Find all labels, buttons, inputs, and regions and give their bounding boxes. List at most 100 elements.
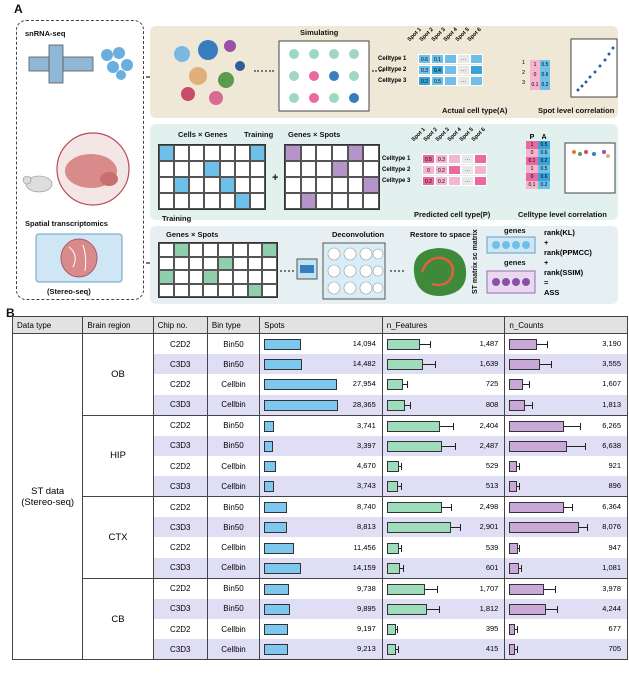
matrix-cell (347, 145, 364, 161)
celltype-label: Celltype 3 (378, 78, 407, 84)
counts-bar (509, 644, 516, 656)
matrix-cell (332, 177, 348, 193)
brain-icon (56, 132, 130, 206)
stereo-seq-label: (Stereo-seq) (47, 287, 91, 296)
cells-genes-matrix (158, 144, 266, 210)
celltype-value: ··· (457, 76, 470, 86)
celltype-label: Celltype 3 (382, 178, 411, 184)
matrix-cell (159, 193, 175, 209)
matrix-cell (232, 283, 248, 297)
chip-cell: C3D3 (152, 557, 208, 579)
features-value: 513 (485, 481, 499, 491)
celltype-value: ··· (461, 165, 474, 175)
matrix-cell (204, 145, 220, 161)
celltype-value (474, 165, 487, 175)
restored-tissue-icon (413, 248, 467, 296)
matrix-cell (203, 283, 218, 297)
matrix-cell (332, 145, 348, 161)
chip-cell: C3D3 (152, 435, 208, 456)
spot-corr-label: Spot level correlation (538, 106, 615, 115)
counts-cell: 3,555 (504, 354, 628, 375)
matrix-cell (316, 145, 332, 161)
counts-bar-wrap: 6,638 (505, 436, 627, 456)
matrix-cell (219, 193, 235, 209)
matrix-cell (285, 161, 301, 177)
matrix-cell (262, 256, 277, 270)
spots-cell: 14,159 (259, 557, 383, 579)
spots-cell: 9,738 (259, 578, 383, 599)
counts-cell: 947 (504, 537, 628, 558)
spots-bar (264, 420, 274, 432)
matrix-cell (332, 161, 348, 177)
column-header: Chip no. (152, 316, 208, 334)
simulated-spots-icon (278, 40, 370, 112)
celltype-value: 0.2 (418, 76, 431, 86)
nuclei-icon (101, 47, 133, 80)
celltype-value: 0.2 (422, 176, 435, 186)
counts-bar (509, 379, 524, 391)
row-index: 1 (522, 60, 526, 66)
bin-type-cell: Bin50 (206, 354, 261, 375)
bin-type-cell: Cellbin (206, 394, 261, 416)
celltype-value: 0.2 (435, 165, 448, 175)
celltype-scatter-plot (564, 142, 616, 194)
features-error-bar (442, 442, 456, 450)
matrix-cell (249, 161, 265, 177)
matrix-cell (159, 243, 174, 257)
counts-bar-wrap: 1,813 (505, 395, 627, 415)
pa-cell-a: 0.6 (538, 173, 550, 181)
spots-bar-wrap: 9,213 (260, 639, 382, 659)
matrix-cell (189, 145, 205, 161)
features-bar (386, 502, 443, 514)
spots-cell: 14,482 (259, 354, 383, 375)
counts-value: 4,244 (602, 603, 621, 613)
deconvolution-label: Deconvolution (332, 230, 385, 239)
features-bar (386, 481, 399, 493)
deconvolved-spots-icon (322, 242, 386, 300)
counts-bar-wrap: 896 (505, 476, 627, 496)
matrix-cell (232, 270, 248, 284)
tube-icon (28, 44, 94, 84)
dash-sim (254, 70, 274, 72)
matrix-cell (159, 283, 174, 297)
chip-cell: C2D2 (152, 537, 208, 558)
pa-cell-p: 1 (526, 141, 538, 149)
column-header: n_Features (381, 316, 506, 334)
matrix-cell (159, 256, 174, 270)
chip-cell: C3D3 (152, 598, 208, 620)
counts-error-bar (566, 442, 586, 450)
counts-value: 921 (608, 461, 621, 471)
matrix-cell (332, 193, 348, 209)
counts-value: 6,265 (602, 420, 621, 430)
matrix-cell (363, 161, 379, 177)
column-header: Spots (259, 316, 383, 334)
celltype-value (474, 154, 487, 164)
matrix-cell (188, 256, 204, 270)
spot-header: Spot 6 (466, 26, 483, 43)
features-bar (386, 583, 425, 595)
spots-cell: 8,813 (259, 517, 383, 538)
features-bar (386, 379, 403, 391)
mini-cell-p: 1 (530, 60, 540, 70)
matrix-cell (347, 177, 364, 193)
features-bar-wrap: 2,487 (383, 436, 505, 456)
bin-type-cell: Cellbin (206, 374, 261, 395)
celltype-value: ··· (461, 176, 474, 186)
matrix-cell (249, 193, 265, 209)
spots-bar-wrap: 3,741 (260, 416, 382, 436)
features-value: 2,498 (479, 502, 499, 512)
counts-bar (509, 339, 537, 350)
column-header: Bin type (206, 316, 261, 334)
spots-bar (264, 481, 274, 493)
features-bar (386, 339, 420, 350)
spots-cell: 3,397 (259, 435, 383, 456)
column-header: Brain region (82, 316, 154, 334)
counts-bar-wrap: 3,190 (505, 334, 627, 354)
